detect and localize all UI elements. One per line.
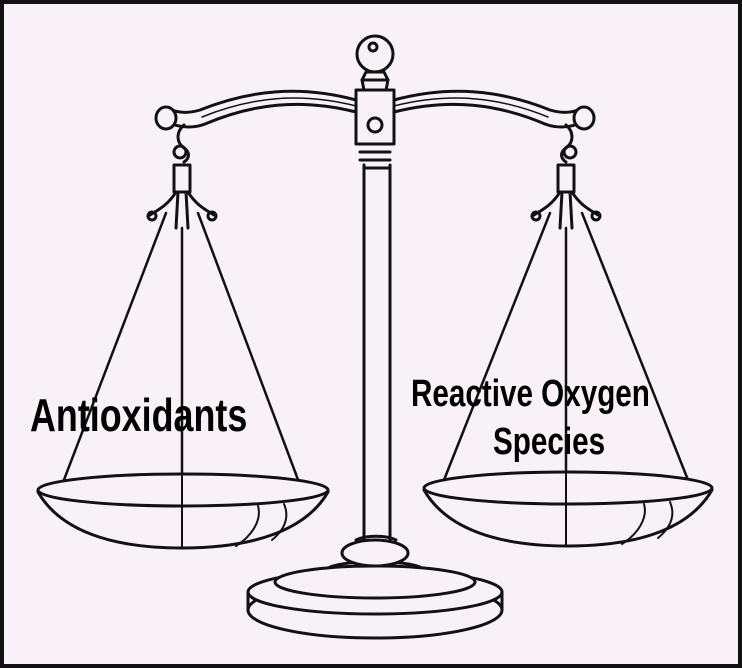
left-pan xyxy=(38,474,328,548)
reactive-oxygen-species-label-line1: Reactive Oxygen xyxy=(411,375,650,413)
right-pan xyxy=(424,472,712,546)
reactive-oxygen-species-label-line2: Species xyxy=(493,423,605,461)
scale-pillar xyxy=(342,36,408,566)
scale-base xyxy=(248,562,502,638)
left-hanger xyxy=(62,125,300,510)
antioxidants-label: Antioxidants xyxy=(30,392,247,438)
